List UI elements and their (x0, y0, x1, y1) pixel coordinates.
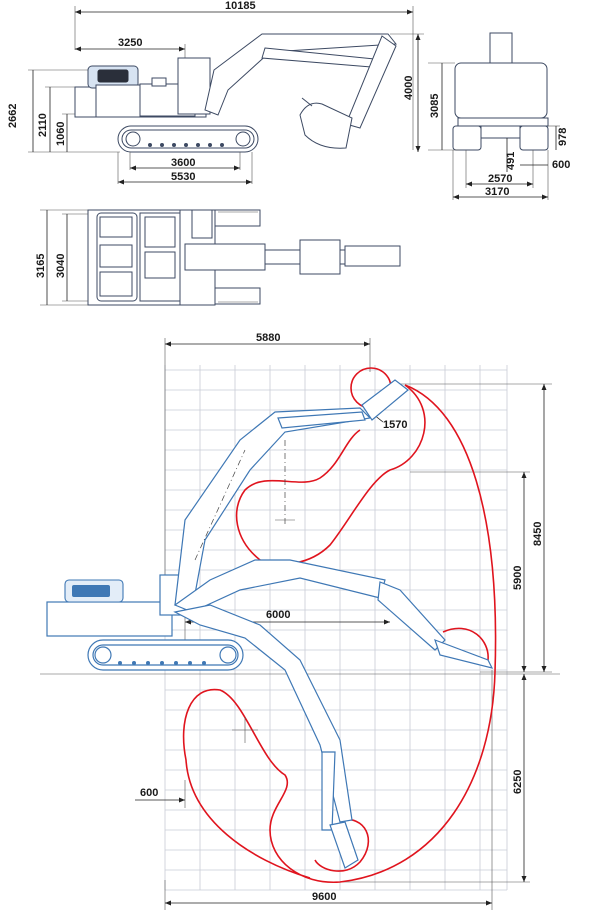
track-rollers (125, 131, 251, 147)
dim-boom-height: 4000 (403, 76, 415, 100)
working-range-machine (46, 379, 494, 869)
dim-upper-width: 3165 (35, 254, 47, 278)
dim-counterweight-clearance: 1060 (55, 122, 67, 146)
dim-height-cab: 2662 (7, 104, 19, 128)
dim-reach-at-ground: 6000 (266, 609, 290, 621)
dim-top-reach-offset: 5880 (256, 332, 280, 344)
front-view: 3085 978 491 2570 3170 600 (428, 32, 570, 200)
dim-track-gauge: 2570 (488, 173, 512, 185)
dim-ground-clearance: 491 (505, 152, 517, 170)
top-view: 3165 3040 (35, 209, 401, 306)
dim-max-dump-height: 5900 (512, 566, 524, 590)
dim-shoe-width: 600 (552, 159, 570, 171)
dim-overall-width: 3170 (485, 186, 509, 198)
dim-tumbler-distance: 3600 (171, 157, 195, 169)
dim-cab-height: 3085 (429, 94, 441, 118)
dim-track-width: 3040 (55, 254, 67, 278)
dim-max-dig-height: 8450 (532, 522, 544, 546)
dim-max-dig-depth: 6250 (512, 770, 524, 794)
dim-tail-to-pivot: 3250 (118, 37, 142, 49)
side-view: 10185 3250 2662 2110 1060 (7, 0, 424, 185)
dim-swing-offset: 600 (140, 787, 158, 799)
dim-track-length: 5530 (171, 171, 195, 183)
dim-bucket-radius: 1570 (383, 419, 407, 431)
dim-height-counterweight: 2110 (37, 113, 49, 137)
dim-track-height: 978 (557, 128, 569, 146)
dim-overall-length: 10185 (225, 0, 256, 12)
dim-max-reach: 9600 (312, 891, 336, 903)
